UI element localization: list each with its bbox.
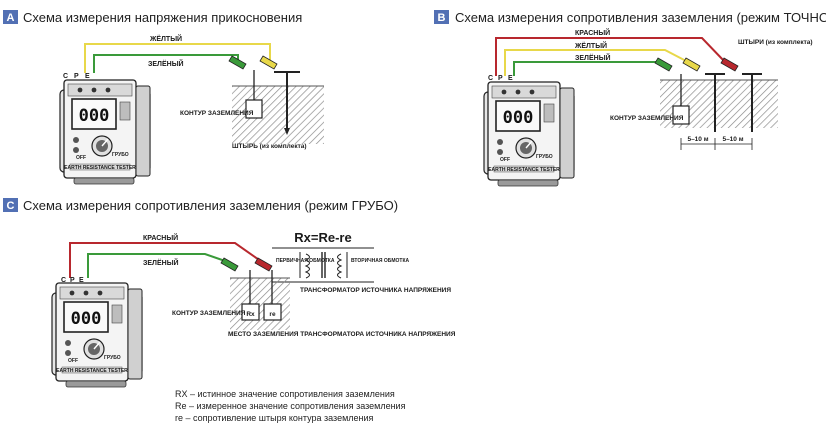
panel-c-re-label: re <box>269 311 276 318</box>
panel-b-terminal-p: P <box>498 75 503 82</box>
meter-model: EARTH RESISTANCE TESTER <box>56 368 128 374</box>
panel-a-contour-label: КОНТУР ЗАЗЕМЛЕНИЯ <box>180 110 254 117</box>
panel-c-green-wire <box>87 253 229 278</box>
panel-c-terminal-e: E <box>79 277 84 284</box>
badge-a-letter: A <box>7 12 15 24</box>
badge-b-letter: B <box>438 12 446 24</box>
panel-b-distance-1: 5–10 м <box>687 136 708 143</box>
panel-c-green-label: ЗЕЛЁНЫЙ <box>143 258 179 267</box>
meter-knob-left: OFF <box>500 157 510 163</box>
panel-c-terminal-c: C <box>61 277 66 284</box>
panel-b-contour-label: КОНТУР ЗАЗЕМЛЕНИЯ <box>610 115 684 122</box>
panel-b-terminal-e: E <box>508 75 513 82</box>
badge-b <box>434 10 449 24</box>
legend-line-re-lower: re – сопротивление штыря контура заземле… <box>175 413 374 423</box>
panel-a-yellow-clip <box>259 55 278 70</box>
badge-c-letter: C <box>7 200 15 212</box>
panel-c-re-box <box>263 303 282 321</box>
legend-line-re-upper: Re – измеренное значение сопротивления з… <box>175 401 406 411</box>
panel-b-yellow-clip <box>682 57 701 72</box>
panel-a-terminal-c: C <box>63 73 68 80</box>
panel-b: B Схема измерения сопротивления заземлен… <box>434 10 826 187</box>
panel-a: A Схема измерения напряжения прикосновен… <box>3 10 324 185</box>
panel-b-distance-markers: 5–10 м 5–10 м <box>680 136 753 150</box>
panel-c-contour-label: КОНТУР ЗАЗЕМЛЕНИЯ <box>172 310 246 317</box>
meter-knob-right: ГРУБО <box>104 355 121 361</box>
panel-b-green-clip <box>654 57 673 72</box>
meter-knob-right: ГРУБО <box>112 152 129 158</box>
panel-b-distance-2: 5–10 м <box>722 136 743 143</box>
panel-c-red-wire <box>69 242 263 278</box>
meter-display: 000 <box>503 108 534 128</box>
panel-c-rx-label: Rx <box>246 311 255 318</box>
panel-b-terminal-c: C <box>488 75 493 82</box>
meter-display: 000 <box>71 309 102 329</box>
badge-a <box>3 10 18 24</box>
panel-a-meter: 000 OFF ГРУБО EARTH RESISTANCE TESTER <box>59 79 151 185</box>
panel-c-place-label: МЕСТО ЗАЗЕМЛЕНИЯ ТРАНСФОРМАТОРА ИСТОЧНИК… <box>228 331 456 338</box>
panel-b-yellow-wire <box>504 49 689 76</box>
meter-model: EARTH RESISTANCE TESTER <box>488 167 560 173</box>
panel-a-yellow-wire <box>84 43 271 73</box>
meter-model: EARTH RESISTANCE TESTER <box>64 165 136 171</box>
meter-knob-left: OFF <box>68 358 78 364</box>
panel-c: C Схема измерения сопротивления заземлен… <box>3 198 456 388</box>
panel-a-yellow-label: ЖЁЛТЫЙ <box>149 34 182 43</box>
meter-display: 000 <box>79 106 110 126</box>
panel-c-red-clip <box>254 257 273 272</box>
panel-a-green-label: ЗЕЛЁНЫЙ <box>148 59 184 68</box>
panel-b-red-label: КРАСНЫЙ <box>575 28 610 37</box>
panel-b-red-clip <box>720 57 739 72</box>
badge-c <box>3 198 18 212</box>
panel-b-red-wire <box>495 37 726 76</box>
panel-b-green-wire <box>513 61 660 76</box>
panel-a-spike-label: ШТЫРЬ (из комплекта) <box>232 143 307 150</box>
legend: RX – истинное значение сопротивления заз… <box>175 389 406 423</box>
panel-c-green-clip <box>220 257 239 272</box>
panel-c-formula: Rx=Re-re <box>294 230 351 245</box>
panel-c-transformer-label: ТРАНСФОРМАТОР ИСТОЧНИКА НАПРЯЖЕНИЯ <box>300 287 451 294</box>
panel-c-primary-label: ПЕРВИЧНАЯ ОБМОТКА <box>276 258 335 264</box>
panel-a-green-clip <box>228 55 247 70</box>
panel-c-rx-box <box>241 303 260 321</box>
panel-b-meter: 000 OFF ГРУБО EARTH RESISTANCE TESTER <box>483 81 575 187</box>
panel-b-spikes-label: ШТЫРИ (из комплекта) <box>738 39 813 46</box>
panel-c-secondary-label: ВТОРИЧНАЯ ОБМОТКА <box>351 258 410 264</box>
panel-c-red-label: КРАСНЫЙ <box>143 233 178 242</box>
panel-c-terminal-p: P <box>70 277 75 284</box>
panel-b-title: Схема измерения сопротивления заземления… <box>455 10 826 25</box>
panel-a-title: Схема измерения напряжения прикосновения <box>23 10 302 25</box>
panel-a-terminal-p: P <box>74 73 79 80</box>
panel-b-green-label: ЗЕЛЁНЫЙ <box>575 53 611 62</box>
panel-c-meter: 000 OFF ГРУБО EARTH RESISTANCE TESTER <box>51 282 143 388</box>
legend-line-rx: RX – истинное значение сопротивления заз… <box>175 389 395 399</box>
panel-b-yellow-label: ЖЁЛТЫЙ <box>574 41 607 50</box>
meter-knob-left: OFF <box>76 155 86 161</box>
meter-knob-right: ГРУБО <box>536 154 553 160</box>
panel-c-title: Схема измерения сопротивления заземления… <box>23 198 398 213</box>
panel-a-terminal-e: E <box>85 73 90 80</box>
